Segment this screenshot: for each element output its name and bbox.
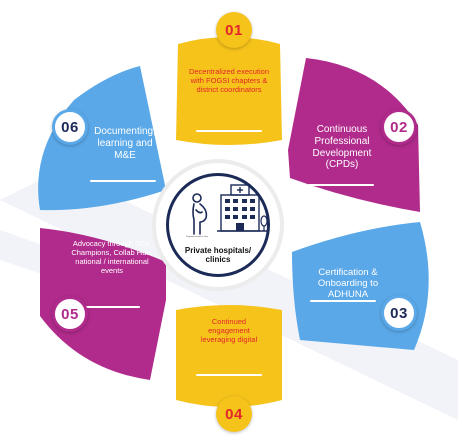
petal-03-divider	[310, 300, 376, 302]
petal-01-number: 01	[216, 12, 252, 48]
petal-05-text: Advocacy through SCs, Champions, Collab …	[71, 239, 153, 275]
center-label: Private hospitals/ clinics	[184, 246, 252, 265]
petal-06-number: 06	[52, 109, 88, 145]
petal-04-divider	[196, 374, 262, 376]
petal-03-text: Certification & Onboarding to ADHUNA	[317, 267, 379, 301]
petal-06-shape	[38, 66, 166, 211]
hospital-building-icon	[217, 184, 269, 232]
petal-02-text: Continuous Professional Development (CPD…	[312, 124, 372, 171]
pregnant-woman-caption: Pregnant woman at clinic	[186, 236, 209, 238]
pregnant-woman-icon	[192, 193, 208, 235]
petal-01-shape	[176, 37, 282, 145]
petal-05-shape	[40, 228, 166, 380]
petal-06-text: Documenting, learning and M&E	[94, 126, 156, 161]
petal-04-shape	[176, 305, 282, 407]
petal-04-text: Continued engagement leveraging digital	[200, 317, 258, 344]
petal-03-number: 03	[381, 295, 417, 331]
petal-01-divider	[196, 130, 262, 132]
petal-05-number: 05	[52, 296, 88, 332]
center-circle-inner	[166, 173, 270, 277]
petal-01-text: Decentralized execution with FOGSI chapt…	[188, 67, 270, 94]
petal-02-divider	[308, 184, 374, 186]
petal-04-number: 04	[216, 396, 252, 432]
petal-02-number: 02	[381, 109, 417, 145]
petal-06-divider	[90, 180, 156, 182]
petal-02-shape	[288, 58, 420, 212]
petal-05-divider	[74, 306, 140, 308]
